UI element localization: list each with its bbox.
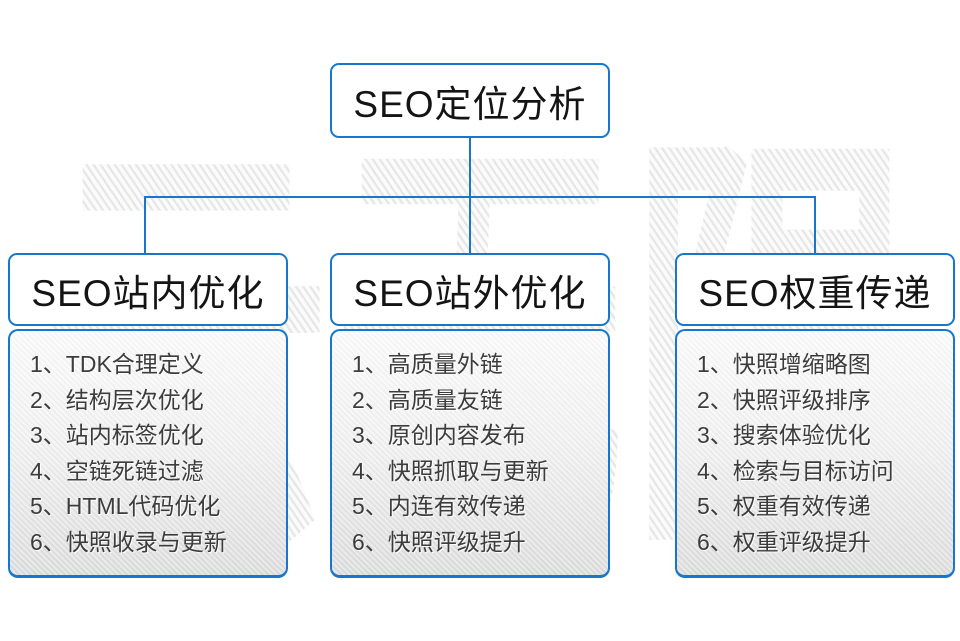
onsite-list-panel: 1、TDK合理定义 2、结构层次优化 3、站内标签优化 4、空链死链过滤 5、H… [8,329,288,578]
list-item: 5、HTML代码优化 [30,493,221,520]
column-onsite-optimization: SEO站内优化 1、TDK合理定义 2、结构层次优化 3、站内标签优化 4、空链… [8,253,288,578]
list-item: 6、快照评级提升 [352,528,526,555]
connector-root-vertical [469,138,471,196]
weight-list-panel: 1、快照增缩略图 2、快照评级排序 3、搜索体验优化 4、检索与目标访问 5、权… [675,329,955,578]
list-item: 2、快照评级排序 [697,386,871,413]
list-item: 3、搜索体验优化 [697,422,871,449]
root-node-seo-positioning: SEO定位分析 [330,63,610,138]
column-offsite-optimization: SEO站外优化 1、高质量外链 2、高质量友链 3、原创内容发布 4、快照抓取与… [330,253,610,578]
offsite-title-box: SEO站外优化 [330,253,610,326]
list-item: 4、空链死链过滤 [30,457,204,484]
list-item: 6、快照收录与更新 [30,528,227,555]
onsite-title-box: SEO站内优化 [8,253,288,326]
weight-title-label: SEO权重传递 [698,272,932,314]
list-item: 3、原创内容发布 [352,422,526,449]
offsite-title-label: SEO站外优化 [353,272,587,314]
list-item: 4、快照抓取与更新 [352,457,549,484]
list-item: 1、TDK合理定义 [30,351,204,377]
list-item: 1、高质量外链 [352,351,503,377]
connector-horizontal [144,196,816,198]
list-item: 3、站内标签优化 [30,422,204,449]
onsite-title-label: SEO站内优化 [31,272,265,314]
connector-drop-left [144,196,146,253]
connector-drop-right [814,196,816,253]
list-item: 1、快照增缩略图 [697,351,871,377]
list-item: 2、结构层次优化 [30,386,204,413]
offsite-list-panel: 1、高质量外链 2、高质量友链 3、原创内容发布 4、快照抓取与更新 5、内连有… [330,329,610,578]
list-item: 2、高质量友链 [352,386,503,413]
root-node-label: SEO定位分析 [353,83,587,125]
connector-drop-middle [469,196,471,253]
list-item: 6、权重评级提升 [697,528,871,555]
list-item: 5、内连有效传递 [352,493,526,520]
list-item: 4、检索与目标访问 [697,457,894,484]
column-weight-transfer: SEO权重传递 1、快照增缩略图 2、快照评级排序 3、搜索体验优化 4、检索与… [675,253,955,578]
list-item: 5、权重有效传递 [697,493,871,520]
weight-title-box: SEO权重传递 [675,253,955,326]
